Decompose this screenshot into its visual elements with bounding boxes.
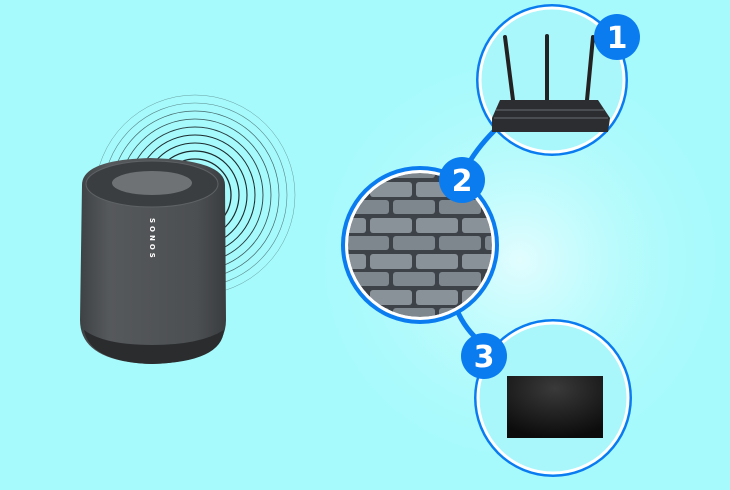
step-1-router [476, 4, 628, 156]
speaker: SONOS [80, 158, 226, 364]
svg-text:3: 3 [474, 340, 495, 375]
step-3-tv [474, 319, 632, 477]
step-1-badge: 1 [594, 14, 640, 60]
router-icon [492, 34, 610, 132]
step-3-badge: 3 [461, 333, 507, 379]
speaker-brand-label: SONOS [148, 218, 156, 261]
svg-text:1: 1 [607, 21, 628, 56]
step-2-badge: 2 [439, 157, 485, 203]
brick-wall-icon [348, 173, 492, 317]
svg-text:2: 2 [452, 164, 473, 199]
step-2-wall [341, 166, 499, 324]
tv-screen-icon [507, 376, 603, 438]
